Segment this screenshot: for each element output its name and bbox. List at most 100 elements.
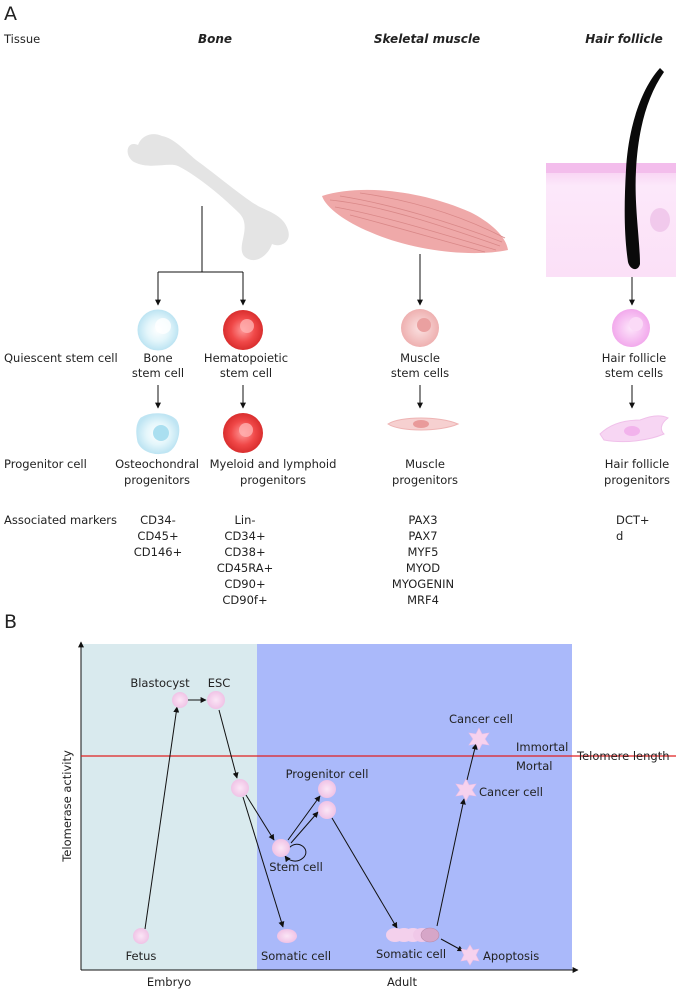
muscle-progenitor-label-2: progenitors — [392, 473, 458, 487]
progenitor-label: Progenitor cell — [286, 767, 369, 781]
somatic-label-2: Somatic cell — [376, 947, 446, 961]
hsc-marker: CD90+ — [224, 577, 265, 591]
bone-stem-cell — [137, 309, 179, 351]
panel-a-label: A — [4, 3, 17, 25]
hsc-label-1: Hematopoietic — [204, 351, 288, 365]
tissue-heading-muscle: Skeletal muscle — [374, 32, 480, 46]
stem-cell-node — [272, 839, 290, 857]
hematopoietic-stem-cell — [223, 310, 263, 350]
cancer-top-label: Cancer cell — [449, 712, 513, 726]
muscle-markers: PAX3 PAX7 MYF5 MYOD MYOGENIN MRF4 — [392, 513, 454, 607]
myeloid-lymphoid-progenitor-cell — [223, 413, 263, 453]
esc-node — [207, 691, 225, 709]
hair-progenitor-label-2: progenitors — [604, 473, 670, 487]
blastocyst-node — [172, 692, 188, 708]
tissue-heading-bone: Bone — [198, 32, 232, 46]
arrow-somatic-to-cancer — [436, 798, 466, 927]
muscle-marker: PAX3 — [408, 513, 437, 527]
hair-marker: d — [616, 529, 623, 543]
row-label-progenitor: Progenitor cell — [4, 457, 87, 471]
myeloid-label-1: Myeloid and lymphoid — [210, 457, 337, 471]
bone-marker: CD146+ — [134, 545, 182, 559]
muscle-progenitor-label-1: Muscle — [405, 457, 445, 471]
hematopoietic-markers: Lin- CD34+ CD38+ CD45RA+ CD90+ CD90f+ — [217, 513, 274, 607]
hsc-marker: CD45RA+ — [217, 561, 274, 575]
hsc-label-2: stem cell — [220, 366, 272, 380]
apoptosis-label: Apoptosis — [483, 949, 539, 963]
embryo-region — [81, 644, 257, 970]
bone-stem-label-1: Bone — [143, 351, 172, 365]
lineage-arrows — [144, 697, 478, 952]
osteochondral-progenitor-cell — [136, 413, 180, 455]
somatic-node-2 — [386, 927, 440, 943]
arrow-intermediate-to-stem — [245, 794, 275, 841]
muscle-marker: MYF5 — [408, 545, 439, 559]
stem-cell-label: Stem cell — [269, 860, 323, 874]
osteochondral-label-1: Osteochondral — [115, 457, 199, 471]
muscle-stem-cell — [401, 309, 439, 347]
bone-marker: CD45+ — [137, 529, 178, 543]
myeloid-label-2: progenitors — [240, 473, 306, 487]
muscle-stem-label-2: stem cells — [391, 366, 449, 380]
row-label-quiescent: Quiescent stem cell — [4, 351, 118, 365]
panel-b-label: B — [4, 611, 17, 633]
bone-illustration — [127, 134, 289, 261]
y-axis-label: Telomerase activity — [60, 750, 74, 863]
bone-marker: CD34- — [140, 513, 176, 527]
fetus-label: Fetus — [126, 949, 157, 963]
adult-region — [257, 644, 572, 970]
muscle-marker: MRF4 — [407, 593, 439, 607]
x-label-adult: Adult — [387, 975, 417, 989]
progenitor-node-low — [318, 801, 336, 819]
hsc-marker: CD34+ — [224, 529, 265, 543]
hair-stem-label-1: Hair follicle — [602, 351, 667, 365]
muscle-illustration — [322, 189, 508, 254]
somatic-node-1 — [277, 929, 297, 943]
osteochondral-label-2: progenitors — [124, 473, 190, 487]
row-label-markers: Associated markers — [4, 513, 117, 527]
blastocyst-label: Blastocyst — [130, 676, 190, 690]
arrow-fetus-to-blastocyst — [144, 706, 180, 930]
arrow-intermediate-to-somatic — [242, 796, 285, 928]
cancer-cell-top-node — [468, 727, 490, 751]
muscle-marker: PAX7 — [408, 529, 437, 543]
self-renewal-arrow — [284, 843, 307, 863]
cancer-mid-label: Cancer cell — [479, 785, 543, 799]
intermediate-node — [231, 779, 249, 797]
cancer-cell-mid-node — [455, 778, 477, 802]
muscle-progenitor-cell — [387, 417, 460, 431]
arrow-cancer-to-cancer — [466, 743, 478, 781]
bone-markers: CD34- CD45+ CD146+ — [134, 513, 182, 559]
arrow-stem-to-progenitor-top — [287, 795, 321, 841]
muscle-marker: MYOD — [406, 561, 440, 575]
mortal-label: Mortal — [516, 759, 552, 773]
hair-marker: DCT+ — [616, 513, 650, 527]
arrow-stem-to-progenitor-low — [290, 811, 319, 844]
hsc-marker: CD38+ — [224, 545, 265, 559]
muscle-stem-label-1: Muscle — [400, 351, 440, 365]
x-label-embryo: Embryo — [147, 975, 191, 989]
immortal-label: Immortal — [516, 740, 568, 754]
hair-follicle-illustration — [546, 68, 676, 277]
muscle-marker: MYOGENIN — [392, 577, 454, 591]
hair-markers: DCT+ d — [616, 513, 650, 543]
hair-stem-label-2: stem cells — [605, 366, 663, 380]
hsc-marker: Lin- — [234, 513, 255, 527]
hair-follicle-stem-cell — [612, 309, 650, 347]
arrow-progenitor-to-somatic — [331, 817, 398, 929]
progenitor-node-top — [318, 780, 336, 798]
somatic-label-1: Somatic cell — [261, 949, 331, 963]
row-label-tissue: Tissue — [3, 32, 40, 46]
esc-label: ESC — [208, 676, 231, 690]
arrow-somatic-to-apoptosis — [440, 938, 464, 952]
arrow-esc-to-intermediate — [218, 709, 239, 779]
fetus-node — [133, 928, 149, 944]
bone-stem-label-2: stem cell — [132, 366, 184, 380]
apoptosis-node — [460, 944, 480, 966]
telomere-length-label: Telomere length — [576, 749, 670, 763]
hsc-marker: CD90f+ — [222, 593, 267, 607]
tissue-heading-hair: Hair follicle — [585, 32, 663, 46]
hair-progenitor-label-1: Hair follicle — [605, 457, 670, 471]
hair-follicle-progenitor-cell — [599, 415, 669, 443]
